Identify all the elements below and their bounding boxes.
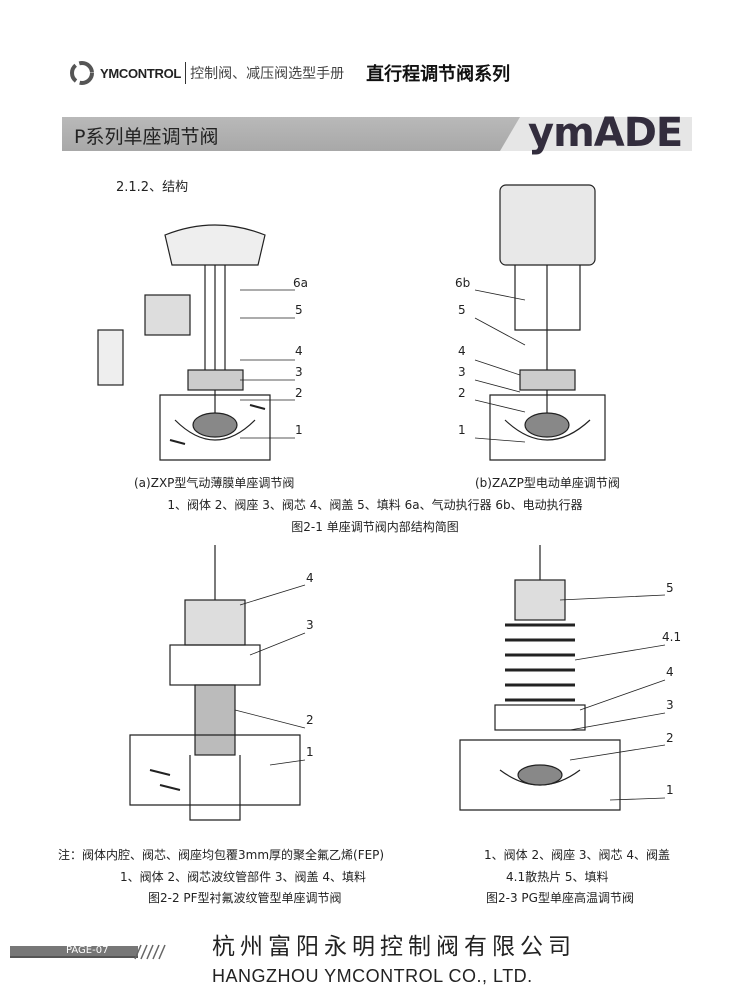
brand-name: YMCONTROL	[100, 65, 182, 81]
pf-valve-drawing	[129, 545, 301, 821]
zxp-valve-drawing	[97, 224, 271, 461]
label-6a: 6a	[293, 276, 308, 290]
label-3: 3	[458, 365, 466, 379]
fig2-legend: 1、阀体 2、阀芯波纹管部件 3、阀盖 4、填料	[120, 870, 366, 884]
label-2: 2	[306, 713, 314, 727]
fig2-note: 注：阀体内腔、阀芯、阀座均包覆3mm厚的聚全氟乙烯(FEP)	[58, 848, 385, 862]
label-5: 5	[666, 581, 674, 595]
label-1: 1	[458, 423, 466, 437]
label-4: 4	[295, 344, 303, 358]
label-5: 5	[295, 303, 303, 317]
label-3: 3	[306, 618, 314, 632]
header: YMCONTROL 控制阀、减压阀选型手册 直行程调节阀系列	[70, 60, 510, 86]
divider	[185, 62, 187, 84]
company-name-cn: 杭州富阳永明控制阀有限公司	[212, 934, 576, 960]
caption-a: (a)ZXP型气动薄膜单座调节阀	[134, 476, 295, 490]
pg-valve-drawing	[459, 545, 621, 811]
label-5: 5	[458, 303, 466, 317]
ymcontrol-logo-icon	[70, 61, 94, 85]
label-1: 1	[666, 783, 674, 797]
fig3-legend-1: 1、阀体 2、阀座 3、阀芯 4、阀盖	[484, 848, 670, 862]
ymade-logo: ymADE	[528, 110, 683, 156]
logo-panel	[500, 117, 692, 151]
label-2: 2	[458, 386, 466, 400]
label-6b: 6b	[455, 276, 471, 290]
stripes-decoration	[134, 944, 166, 960]
label-4: 4	[666, 665, 674, 679]
page-number: PAGE-07	[66, 945, 109, 956]
fig3-legend-2: 4.1散热片 5、填料	[506, 870, 609, 884]
label-1: 1	[295, 423, 303, 437]
fig1-title: 图2-1 单座调节阀内部结构简图	[291, 520, 459, 534]
manual-title: 控制阀、减压阀选型手册	[190, 66, 345, 82]
label-2: 2	[295, 386, 303, 400]
fig3-title: 图2-3 PG型单座高温调节阀	[486, 891, 634, 905]
series-title: 直行程调节阀系列	[366, 64, 511, 85]
label-4: 4	[306, 571, 314, 585]
leader-lines	[234, 289, 666, 801]
label-3: 3	[666, 698, 674, 712]
company-name-en: HANGZHOU YMCONTROL CO., LTD.	[212, 966, 533, 986]
zazp-valve-drawing	[489, 184, 606, 461]
label-4: 4	[458, 344, 466, 358]
fig2-title: 图2-2 PF型衬氟波纹管型单座调节阀	[148, 891, 342, 905]
page-bar	[10, 946, 138, 958]
section-heading: 2.1.2、结构	[116, 180, 189, 195]
label-4-1: 4.1	[662, 630, 682, 644]
label-3: 3	[295, 365, 303, 379]
caption-b: (b)ZAZP型电动单座调节阀	[475, 476, 620, 490]
label-2: 2	[666, 731, 674, 745]
label-1: 1	[306, 745, 314, 759]
page-title: P系列单座调节阀	[74, 126, 219, 148]
fig1-legend: 1、阀体 2、阀座 3、阀芯 4、阀盖 5、填料 6a、气动执行器 6b、电动执…	[167, 498, 583, 512]
